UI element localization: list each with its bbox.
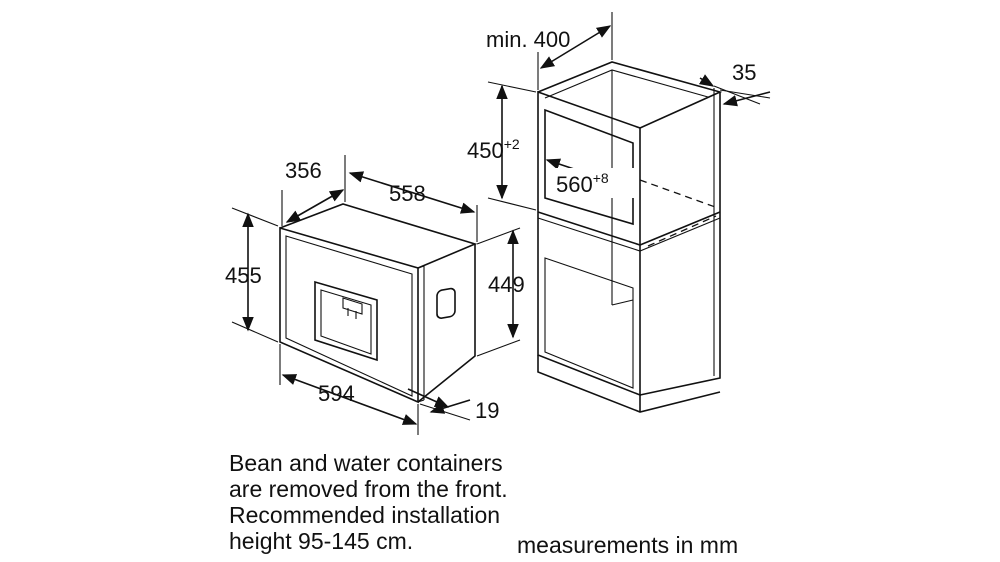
dim-niche-width: 560+8 <box>556 170 609 197</box>
dim-niche-width-tolerance: +8 <box>593 170 609 186</box>
dim-niche-height: 450+2 <box>467 136 520 163</box>
cabinet-drawing <box>537 61 723 413</box>
coffee-machine-drawing <box>279 203 478 404</box>
dim-machine-height-right: 449 <box>488 272 525 297</box>
machine-dimensions <box>231 155 521 435</box>
dim-front-panel-depth: 19 <box>475 398 499 423</box>
dim-machine-depth: 356 <box>285 158 322 183</box>
dim-machine-width-top: 558 <box>389 181 426 206</box>
dim-niche-height-tolerance: +2 <box>504 136 520 152</box>
note-line-3: Recommended installation <box>229 502 500 528</box>
note-line-4: height 95-145 cm. <box>229 528 413 554</box>
units-note: measurements in mm <box>517 532 738 558</box>
dim-machine-height-left: 455 <box>225 263 262 288</box>
dim-machine-width-front: 594 <box>318 381 355 406</box>
note-line-2: are removed from the front. <box>229 476 508 502</box>
dim-cabinet-gap: 35 <box>732 60 756 85</box>
dim-cabinet-min-depth: min. 400 <box>486 27 570 52</box>
note-line-1: Bean and water containers <box>229 450 503 476</box>
